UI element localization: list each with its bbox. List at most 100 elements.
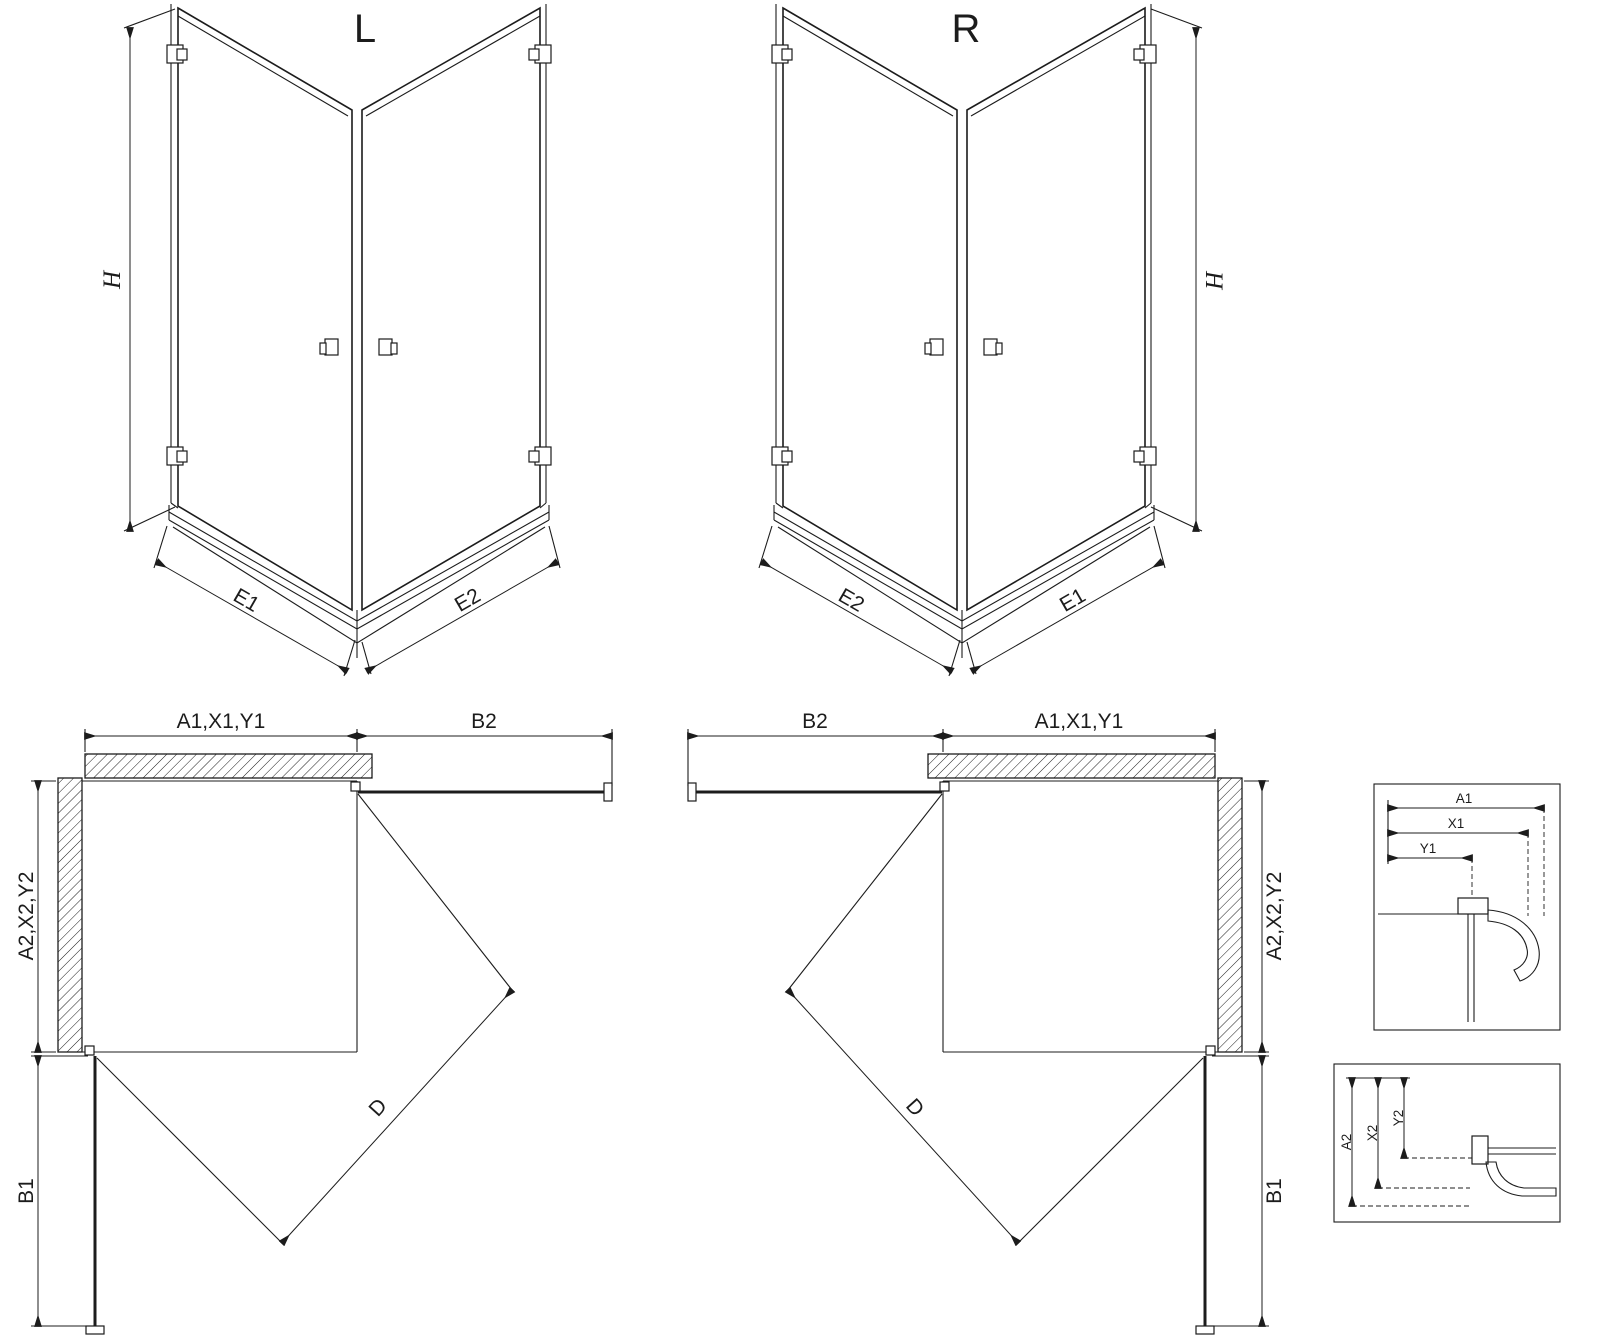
dim-line-d — [784, 986, 1022, 1247]
dimension-b1: B1 — [1212, 1055, 1286, 1327]
detail-border — [1333, 1063, 1561, 1223]
door-b1-end-profile — [1195, 1325, 1215, 1335]
door-b1-open — [1017, 1045, 1216, 1335]
hinge-top-right — [1133, 44, 1157, 64]
dim-label-a1: A1 — [1456, 791, 1473, 806]
glass-panel-left — [177, 6, 353, 612]
hinge-bottom-left — [771, 446, 793, 466]
dimension-b1: B1 — [15, 1055, 88, 1327]
detail-profile-bottom: A2 X2 Y2 — [1333, 1063, 1561, 1223]
dim-label-a1x1y1: A1,X1,Y1 — [177, 710, 266, 733]
profile-bracket — [1457, 897, 1489, 915]
door-handle-right — [378, 338, 398, 356]
dim-line-d — [278, 986, 516, 1247]
dimension-e1: E1 — [153, 525, 356, 677]
door-b1-hinge — [84, 1045, 95, 1056]
detail-profile-top: A1 X1 Y1 — [1373, 783, 1561, 1031]
reference-dashed-lines — [1352, 1157, 1478, 1207]
dimension-e2: E2 — [361, 525, 561, 675]
profile-glass — [1467, 914, 1475, 1022]
dim-line-e1 — [154, 558, 350, 675]
door-b2-swing-line — [787, 793, 943, 991]
profile-cross-section — [1471, 1135, 1557, 1197]
dim-label-b2: B2 — [471, 710, 497, 733]
door-handle-left — [924, 338, 944, 356]
profile-glass — [1488, 1147, 1556, 1155]
dim-line-e2 — [759, 558, 955, 675]
hinge-bottom-right — [1133, 446, 1157, 466]
wall-top — [927, 753, 1216, 779]
dimension-height: H — [99, 8, 176, 532]
door-b2-end-profile — [687, 782, 697, 802]
dim-line-e2 — [364, 558, 560, 675]
door-handle-right — [983, 338, 1003, 356]
door-b1-hinge — [1205, 1045, 1216, 1056]
variant-label-right: R — [952, 7, 981, 51]
dim-label-e1: E1 — [229, 584, 263, 617]
glass-panel-right — [966, 6, 1146, 612]
reference-dashed-lines — [1471, 808, 1545, 916]
hinge-top-left — [771, 44, 793, 64]
variant-label-left: L — [354, 7, 376, 51]
hinge-top-right — [528, 44, 552, 64]
dim-label-e2: E2 — [451, 584, 485, 617]
dim-label-b1: B1 — [1263, 1178, 1286, 1204]
dimension-a2x2y2: A2,X2,Y2 — [15, 780, 56, 1053]
hinge-bottom-right — [528, 446, 552, 466]
door-b2-swing-line — [357, 793, 513, 991]
detail-border — [1373, 783, 1561, 1031]
dim-label-a2: A2 — [1339, 1134, 1354, 1151]
dim-label-x2: X2 — [1365, 1125, 1380, 1142]
door-handle-left — [319, 338, 339, 356]
door-b1-swing-line — [96, 1057, 283, 1244]
iso-view-left: L H E1 E2 — [99, 4, 561, 677]
dim-label-h: H — [1200, 270, 1227, 291]
door-b2-hinge — [939, 781, 950, 792]
dim-label-e1: E1 — [1056, 584, 1090, 617]
dimension-e1: E1 — [966, 525, 1166, 675]
dim-label-x1: X1 — [1448, 816, 1465, 831]
enclosure-outline — [82, 780, 358, 1053]
profile-seal-curve — [1487, 909, 1540, 982]
glass-edge-lines — [775, 4, 1152, 509]
glass-edge-lines — [170, 4, 547, 509]
door-b2-end-profile — [603, 782, 613, 802]
door-b1-swing-line — [1017, 1057, 1204, 1244]
dim-label-e2: E2 — [834, 584, 868, 617]
extension-lines-b1 — [31, 1055, 88, 1327]
door-b1-end-profile — [85, 1325, 105, 1335]
enclosure-outline — [942, 780, 1218, 1053]
dimension-diagonal: D — [278, 986, 516, 1247]
iso-view-right: R H E2 E1 — [758, 4, 1227, 677]
dim-label-d: D — [365, 1094, 392, 1121]
dim-label-b2: B2 — [802, 710, 828, 733]
dimension-e2: E2 — [758, 525, 961, 677]
profile-seal-curve — [1485, 1161, 1557, 1197]
hinge-top-left — [166, 44, 188, 64]
plan-view-left: A1,X1,Y1 B2 D A2 — [15, 710, 613, 1335]
profile-cross-section — [1378, 897, 1540, 1022]
dim-label-y1: Y1 — [1420, 841, 1437, 856]
dimension-height: H — [1150, 8, 1227, 532]
glass-panel-right — [361, 6, 541, 612]
wall-top — [84, 753, 373, 779]
bottom-rail — [168, 505, 550, 658]
dim-label-a2x2y2: A2,X2,Y2 — [15, 872, 38, 961]
dim-label-d: D — [901, 1094, 928, 1121]
wall-left — [57, 777, 83, 1053]
hinge-bottom-left — [166, 446, 188, 466]
dim-label-b1: B1 — [15, 1178, 38, 1204]
dim-label-a2x2y2: A2,X2,Y2 — [1263, 872, 1286, 961]
door-b2-hinge — [350, 781, 361, 792]
dim-line-e1 — [969, 558, 1165, 675]
dim-label-a1x1y1: A1,X1,Y1 — [1035, 710, 1124, 733]
plan-view-right: B2 A1,X1,Y1 D A2,X2,Y2 — [687, 710, 1286, 1335]
wall-right — [1217, 777, 1243, 1053]
profile-bracket — [1471, 1135, 1489, 1165]
dimension-a2x2y2: A2,X2,Y2 — [1244, 780, 1286, 1053]
dim-label-y2: Y2 — [1391, 1110, 1406, 1127]
door-b2-open — [350, 781, 613, 991]
extension-lines-h — [1150, 8, 1203, 532]
door-b1-open — [84, 1045, 283, 1335]
